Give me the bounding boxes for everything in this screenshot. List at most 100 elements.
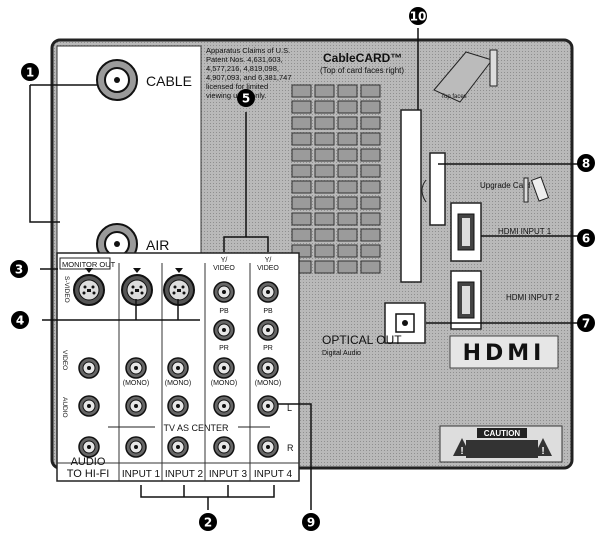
air-label: AIR (146, 237, 169, 253)
patent-line: Apparatus Claims of U.S. (206, 46, 290, 55)
hdmi-input-1-port[interactable] (450, 202, 482, 262)
rca-jack[interactable] (213, 319, 235, 341)
svideo-jack[interactable] (73, 268, 105, 306)
svg-text:!: ! (460, 446, 463, 457)
callout-2: 2 (199, 513, 217, 531)
rca-jack[interactable] (125, 395, 147, 417)
rca-jack[interactable] (78, 395, 100, 417)
input-4-label: INPUT 4 (254, 469, 293, 480)
patent-line: licensed for limited (206, 82, 268, 91)
audio-hifi-label-line2: TO HI-FI (67, 468, 110, 480)
rca-jack[interactable] (167, 436, 189, 458)
svg-text:4: 4 (16, 314, 24, 328)
svg-text:8: 8 (582, 157, 590, 171)
patent-notice: Apparatus Claims of U.S. Patent Nos. 4,6… (206, 46, 292, 100)
svg-text:!: ! (541, 446, 544, 457)
top-faces-label: Top faces (441, 94, 467, 100)
channel-r-label: R (287, 443, 294, 453)
caution-label: CAUTION ! ! (439, 425, 563, 463)
optical-out-port[interactable] (384, 302, 426, 344)
pb-label: PB (219, 308, 229, 315)
hdmi-input-1-label: HDMI INPUT 1 (498, 227, 552, 236)
svg-text:3: 3 (15, 263, 23, 277)
rca-jack[interactable] (213, 281, 235, 303)
cable-jack[interactable] (96, 59, 138, 101)
input-2-label: INPUT 2 (165, 469, 204, 480)
rca-jack[interactable] (257, 436, 279, 458)
cablecard-title: CableCARD™ (323, 51, 402, 65)
hdmi-input-2-port[interactable] (450, 270, 482, 330)
component-labels: Y/VIDEO PB PR Y/VIDEO PB PR (MONO) (MONO) (MONO)… (123, 257, 281, 387)
monitor-out-label: MONITOR OUT (62, 260, 116, 269)
optical-out-subtitle: Digital Audio (322, 350, 361, 357)
mono-label: (MONO) (123, 380, 149, 387)
svg-text:2: 2 (204, 516, 212, 530)
svg-text:1: 1 (26, 66, 34, 80)
rca-jack[interactable] (257, 281, 279, 303)
video-vertical-label: VIDEO (61, 350, 68, 370)
callout-3: 3 (10, 260, 28, 278)
y-video-label: VIDEO (213, 265, 235, 272)
patent-line: viewing uses only. (206, 91, 266, 100)
svg-text:10: 10 (410, 10, 427, 24)
rca-jack[interactable] (257, 357, 279, 379)
rca-jack[interactable] (213, 357, 235, 379)
callout-5: 5 (237, 89, 255, 107)
rca-jack[interactable] (125, 357, 147, 379)
callout-1: 1 (21, 63, 39, 81)
upgrade-card-arrow-icon (523, 176, 550, 203)
audio-vertical-label: AUDIO (61, 397, 68, 418)
pr-label: PR (219, 345, 229, 352)
mono-label: (MONO) (165, 380, 191, 387)
svideo-jack[interactable] (121, 268, 153, 306)
y-video-label: Y/ (221, 257, 228, 264)
pr-label: PR (263, 345, 273, 352)
y-video-label: VIDEO (257, 265, 279, 272)
svideo-vertical-label: S-VIDEO (63, 276, 70, 303)
cable-label: CABLE (146, 73, 192, 89)
optical-out-title: OPTICAL OUT (322, 333, 402, 347)
rca-jack[interactable] (167, 357, 189, 379)
callout-4: 4 (11, 311, 29, 329)
upgrade-card-label: Upgrade Card (480, 181, 530, 190)
patent-line: 4,907,093, and 6,381,747 (206, 73, 292, 82)
svg-text:CAUTION: CAUTION (484, 429, 521, 438)
callout-10: 10 (409, 7, 427, 25)
rca-jack[interactable] (213, 395, 235, 417)
svg-text:HDMI: HDMI (463, 341, 546, 366)
audio-hifi-label-line1: AUDIO (71, 456, 106, 468)
rca-jack[interactable] (125, 436, 147, 458)
cablecard-subtitle: (Top of card faces right) (320, 66, 404, 75)
patent-line: Patent Nos. 4,631,603, (206, 55, 283, 64)
rca-jack[interactable] (257, 319, 279, 341)
vent-grid (291, 84, 381, 274)
upgrade-card-slot[interactable] (429, 152, 446, 226)
callout-lines (29, 28, 586, 510)
cablecard-slot[interactable] (400, 109, 422, 283)
pb-label: PB (263, 308, 273, 315)
rca-jack[interactable] (78, 357, 100, 379)
callout-9: 9 (302, 513, 320, 531)
upgrade-card-icon (421, 179, 427, 203)
input-1-label: INPUT 1 (122, 469, 161, 480)
svg-text:6: 6 (582, 232, 590, 246)
rca-jack[interactable] (213, 436, 235, 458)
svg-text:7: 7 (582, 317, 590, 331)
triangle-marker-icon (133, 268, 141, 273)
patent-line: 4,577,216, 4,819,098, (206, 64, 279, 73)
mono-label: (MONO) (211, 380, 237, 387)
triangle-marker-icon (85, 268, 93, 273)
rca-jack[interactable] (78, 436, 100, 458)
tv-as-center-label: TV AS CENTER (163, 423, 229, 433)
svideo-jack[interactable] (163, 268, 195, 306)
y-video-label: Y/ (265, 257, 272, 264)
svg-text:9: 9 (307, 516, 315, 530)
callout-8: 8 (577, 154, 595, 172)
mono-label: (MONO) (255, 380, 281, 387)
rca-jack[interactable] (167, 395, 189, 417)
rca-jack[interactable] (257, 395, 279, 417)
input-3-label: INPUT 3 (209, 469, 248, 480)
callout-6: 6 (577, 229, 595, 247)
hdmi-input-2-label: HDMI INPUT 2 (506, 293, 560, 302)
hdmi-logo: HDMI (449, 335, 559, 369)
